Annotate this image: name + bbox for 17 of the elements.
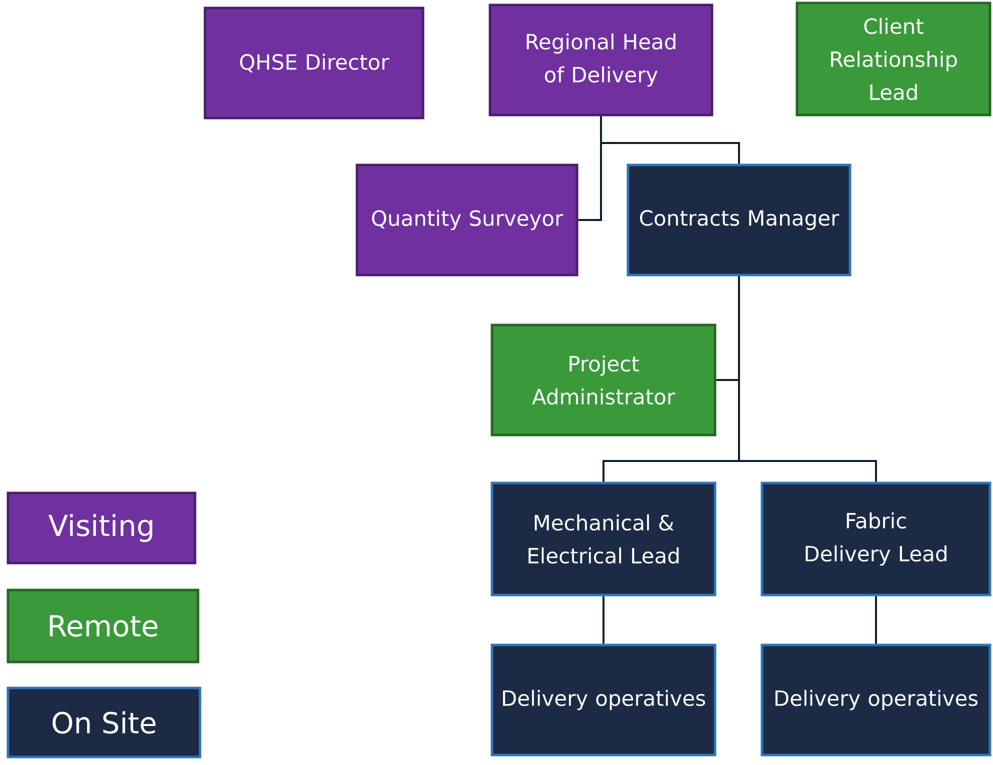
connector-line: [600, 116, 740, 164]
role-box: Mechanical & Electrical Lead: [490, 482, 716, 596]
role-box: Regional Head of Delivery: [488, 4, 714, 116]
role-box: Project Administrator: [490, 324, 716, 436]
role-box: Fabric Delivery Lead: [760, 482, 992, 596]
connector-line: [602, 596, 604, 644]
role-box: QHSE Director: [204, 6, 424, 120]
role-box: Client Relationship Lead: [796, 2, 992, 116]
role-box: Quantity Surveyor: [356, 164, 578, 276]
legend-item: On Site: [6, 686, 202, 758]
legend-item: Remote: [6, 588, 200, 664]
connector-line: [738, 276, 877, 482]
role-box: Delivery operatives: [760, 644, 992, 756]
role-box: Delivery operatives: [490, 644, 716, 756]
connector-line: [875, 596, 877, 644]
legend-item: Visiting: [6, 492, 196, 564]
role-box: Contracts Manager: [626, 164, 852, 276]
